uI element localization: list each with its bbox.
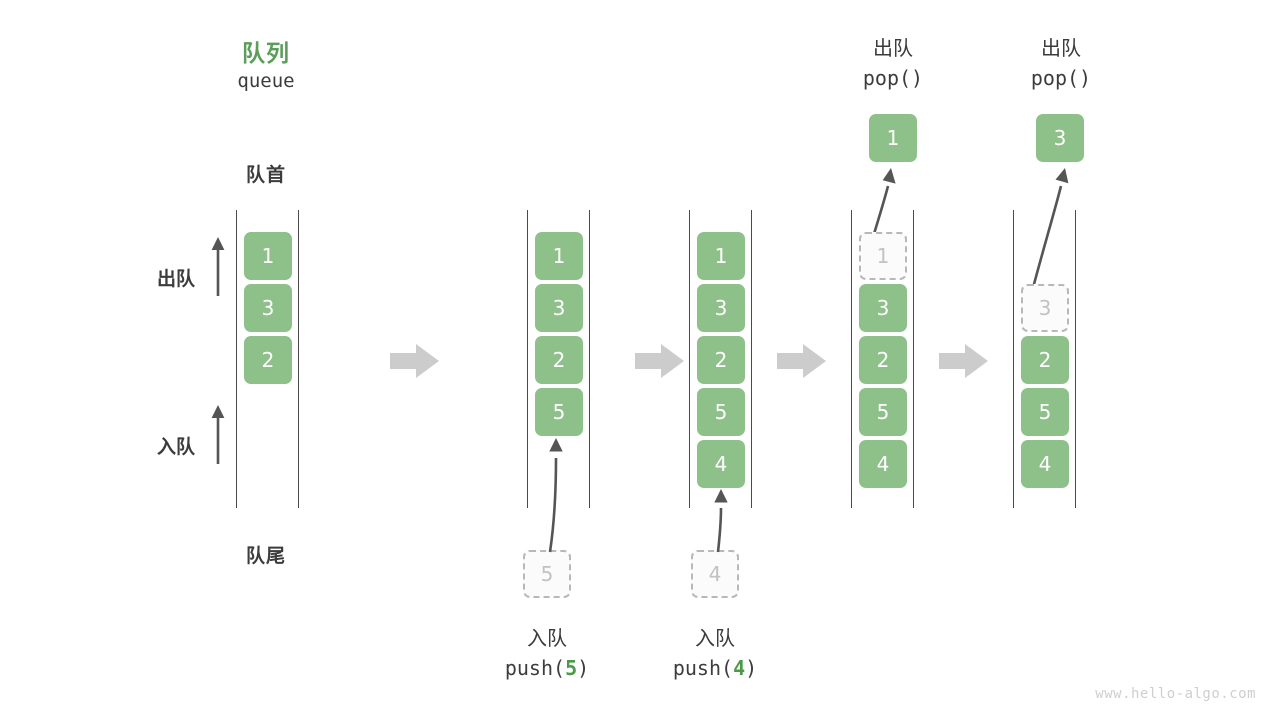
- queue-cell: 3: [535, 284, 583, 332]
- push-5-label-code: push(5): [487, 656, 607, 680]
- queue-rail-right: [1075, 210, 1076, 508]
- queue-rail-right: [751, 210, 752, 508]
- push-5-code-suffix: ): [577, 656, 590, 680]
- queue-cell: 5: [1021, 388, 1069, 436]
- queue-cell: 1: [535, 232, 583, 280]
- queue-rail-right: [589, 210, 590, 508]
- queue-cell: 3: [859, 284, 907, 332]
- pop-3-label-cn: 出队: [1041, 36, 1081, 60]
- removed-element-ghost: 1: [859, 232, 907, 280]
- enqueue-direction-label: 入队: [156, 436, 195, 458]
- queue-rail-left: [689, 210, 690, 508]
- incoming-element-ghost: 4: [691, 550, 739, 598]
- dequeue-direction-arrow-icon: [207, 236, 229, 298]
- flow-arrow-4-icon: [939, 344, 989, 382]
- pop-arrow-3-icon: [1013, 162, 1083, 294]
- push-4-code-prefix: push(: [672, 656, 734, 680]
- push-arrow-4-icon: [688, 482, 748, 558]
- diagram-title-en: queue: [237, 70, 295, 92]
- push-5-code-value: 5: [565, 656, 578, 680]
- pop-1-label-cn: 出队: [873, 36, 913, 60]
- queue-rail-left: [851, 210, 852, 508]
- queue-cell: 2: [697, 336, 745, 384]
- stage-pop-3: 3 2 5 4: [1005, 210, 1083, 508]
- stage-initial: 1 3 2: [228, 210, 306, 508]
- queue-rail-left: [236, 210, 237, 508]
- queue-rail-right: [298, 210, 299, 508]
- stage-push-4: 1 3 2 5 4: [681, 210, 759, 508]
- queue-cell: 4: [697, 440, 745, 488]
- push-5-code-prefix: push(: [504, 656, 566, 680]
- queue-rail-left: [1013, 210, 1014, 508]
- pop-arrow-1-icon: [852, 162, 912, 240]
- incoming-element-ghost: 5: [523, 550, 571, 598]
- pop-1-label-code: pop(): [862, 66, 924, 90]
- queue-cell: 2: [859, 336, 907, 384]
- queue-cell: 4: [859, 440, 907, 488]
- push-4-label-cn: 入队: [695, 626, 735, 650]
- flow-arrow-2-icon: [635, 344, 685, 382]
- flow-arrow-1-icon: [390, 344, 440, 382]
- push-arrow-5-icon: [520, 430, 580, 559]
- queue-cell: 3: [697, 284, 745, 332]
- queue-cell: 2: [1021, 336, 1069, 384]
- push-4-code-value: 4: [733, 656, 746, 680]
- queue-rail-right: [913, 210, 914, 508]
- queue-rail-left: [527, 210, 528, 508]
- push-4-label-code: push(4): [655, 656, 775, 680]
- queue-cell: 1: [244, 232, 292, 280]
- stage-push-5: 1 3 2 5: [519, 210, 597, 508]
- queue-cell: 2: [535, 336, 583, 384]
- enqueue-direction-arrow-icon: [207, 404, 229, 466]
- push-5-label-cn: 入队: [527, 626, 567, 650]
- queue-head-label: 队首: [245, 164, 286, 186]
- diagram-title-cn: 队列: [242, 41, 290, 67]
- stage-pop-1: 1 3 2 5 4: [843, 210, 921, 508]
- pop-3-label-code: pop(): [1030, 66, 1092, 90]
- queue-cell: 5: [697, 388, 745, 436]
- dequeue-direction-label: 出队: [156, 268, 195, 290]
- queue-cell: 1: [697, 232, 745, 280]
- flow-arrow-3-icon: [777, 344, 827, 382]
- queue-cell: 5: [859, 388, 907, 436]
- popped-element: 3: [1036, 114, 1084, 162]
- popped-element: 1: [869, 114, 917, 162]
- push-4-code-suffix: ): [745, 656, 758, 680]
- queue-cell: 3: [244, 284, 292, 332]
- queue-tail-label: 队尾: [245, 545, 286, 567]
- queue-cell: 4: [1021, 440, 1069, 488]
- queue-cell: 2: [244, 336, 292, 384]
- watermark: www.hello-algo.com: [1095, 686, 1256, 702]
- removed-element-ghost: 3: [1021, 284, 1069, 332]
- queue-cell: 5: [535, 388, 583, 436]
